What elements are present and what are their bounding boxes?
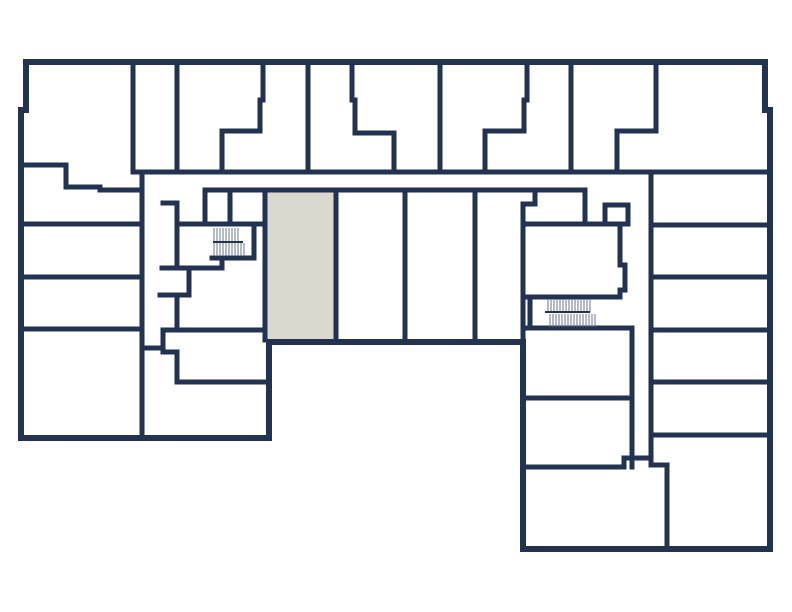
interior-wall bbox=[160, 200, 180, 271]
interior-wall bbox=[648, 169, 670, 552]
interior-wall bbox=[614, 59, 659, 175]
stairs-icon bbox=[213, 228, 596, 327]
interior-wall bbox=[157, 265, 192, 298]
interior-wall bbox=[520, 325, 635, 470]
interior-wall bbox=[520, 187, 538, 207]
interior-wall bbox=[18, 162, 145, 193]
interior-wall bbox=[159, 255, 225, 271]
interior-wall bbox=[202, 187, 588, 227]
interior-wall bbox=[160, 345, 271, 385]
interior-wall bbox=[520, 221, 628, 300]
interior-wall bbox=[602, 202, 631, 227]
interior-wall bbox=[139, 327, 268, 351]
exterior-wall bbox=[18, 59, 773, 552]
interior-wall bbox=[482, 59, 530, 175]
interior-wall bbox=[219, 59, 266, 175]
walls bbox=[18, 59, 773, 552]
interior-wall bbox=[349, 59, 397, 175]
highlighted-unit[interactable] bbox=[265, 192, 335, 340]
interior-wall bbox=[209, 221, 257, 261]
interior-wall bbox=[130, 59, 773, 175]
interior-wall bbox=[520, 455, 654, 470]
